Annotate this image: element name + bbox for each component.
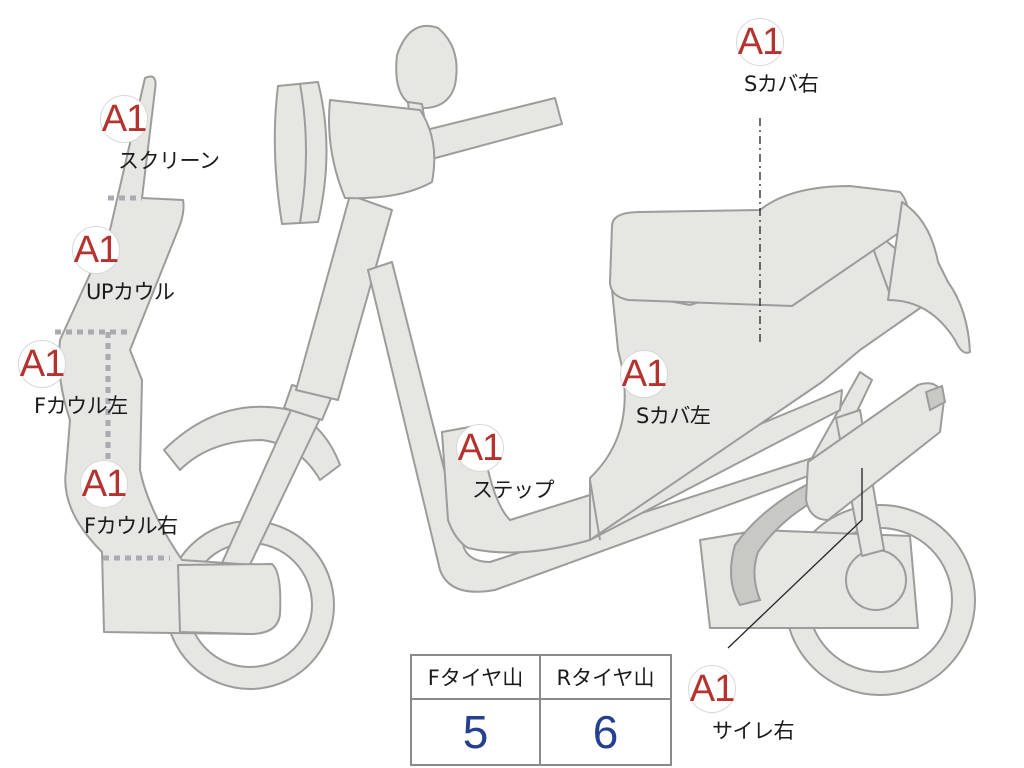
grade-badge: A1: [18, 340, 66, 388]
main-frame: [367, 261, 873, 593]
grade-badge: A1: [688, 665, 736, 713]
grade-badge: A1: [80, 460, 128, 508]
rear-cowl: [887, 201, 971, 354]
muffler-tip: [924, 384, 947, 412]
grade-badge: A1: [736, 18, 784, 66]
muffler-right-leader: [727, 468, 863, 649]
grade-badge: A1: [72, 226, 120, 274]
seat: [609, 185, 909, 307]
rear-tread-header: Rタイヤ山: [541, 656, 670, 700]
part-label-muffler-right: サイレ右: [712, 719, 795, 743]
floor-step: [441, 389, 843, 554]
muffler: [805, 382, 945, 521]
marker-f-cowl-right: A1 Fカウル右: [80, 460, 178, 540]
marker-s-cover-left: A1 Sカバ左: [620, 350, 711, 430]
part-label-up-cowl: UPカウル: [86, 280, 175, 304]
rear-tread-value: 6: [592, 706, 619, 758]
grade-badge: A1: [620, 350, 668, 398]
front-bumper: [177, 563, 282, 635]
exhaust-pipe: [730, 483, 818, 607]
marker-up-cowl: A1 UPカウル: [72, 226, 175, 306]
part-label-f-cowl-right: Fカウル右: [84, 514, 178, 538]
part-label-f-cowl-left: Fカウル左: [34, 394, 128, 418]
mirror: [395, 24, 458, 110]
marker-f-cowl-left: A1 Fカウル左: [18, 340, 128, 420]
headlight: [273, 81, 328, 225]
marker-step: A1 ステップ: [456, 424, 555, 504]
part-label-screen: スクリーン: [118, 149, 220, 173]
front-tread-header: Fタイヤ山: [412, 656, 541, 700]
grade-badge: A1: [456, 424, 504, 472]
marker-muffler-right: A1 サイレ右: [688, 665, 795, 745]
front-tread-value: 5: [412, 700, 541, 764]
part-label-s-cover-left: Sカバ左: [636, 404, 711, 428]
part-label-step: ステップ: [472, 478, 555, 502]
handle-cover: [328, 99, 436, 200]
marker-screen: A1 スクリーン: [100, 95, 220, 175]
marker-s-cover-right: A1 Sカバ右: [736, 18, 819, 98]
handlebar: [417, 97, 563, 161]
steering-column: [295, 194, 393, 401]
part-label-s-cover-right: Sカバ右: [744, 72, 819, 96]
grade-badge: A1: [100, 95, 148, 143]
engine-pulley: [845, 549, 907, 611]
tire-tread-table: Fタイヤ山 Rタイヤ山 5 6: [410, 654, 672, 766]
